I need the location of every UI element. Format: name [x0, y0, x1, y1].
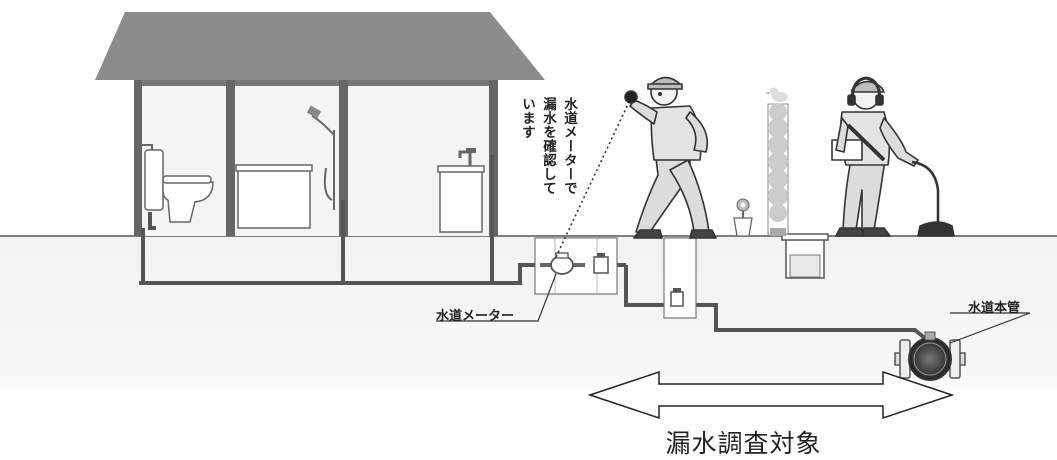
main-pipe-label: 水道本管 — [968, 301, 1021, 316]
listening-line — [555, 101, 630, 258]
water-meter-label: 水道メーター — [436, 309, 515, 324]
survey-scope-caption: 漏水調査対象 — [665, 429, 822, 458]
kitchen-sink — [437, 148, 485, 233]
water-meter — [540, 252, 609, 275]
main-pipe — [894, 331, 966, 381]
house-pipes — [141, 155, 494, 283]
house-roof — [95, 12, 545, 80]
meter-check-note-line-1: 水道メーターで — [561, 97, 577, 195]
meter-leader — [436, 273, 557, 322]
worker-with-detector — [831, 76, 955, 237]
flower — [733, 198, 753, 237]
worker-with-listening-stick — [624, 76, 717, 239]
valve-box — [663, 237, 697, 319]
meter-check-note-line-2: 漏水を確認して — [540, 97, 556, 195]
shower — [306, 105, 335, 210]
meter-check-note-line-3: います — [519, 97, 535, 139]
decorative-post — [765, 87, 789, 236]
bathtub — [235, 164, 313, 229]
survey-range-arrow — [587, 370, 955, 420]
main-pipe-leader — [949, 312, 1031, 344]
house — [95, 12, 545, 283]
toilet — [144, 149, 214, 223]
curb-box — [781, 233, 829, 279]
